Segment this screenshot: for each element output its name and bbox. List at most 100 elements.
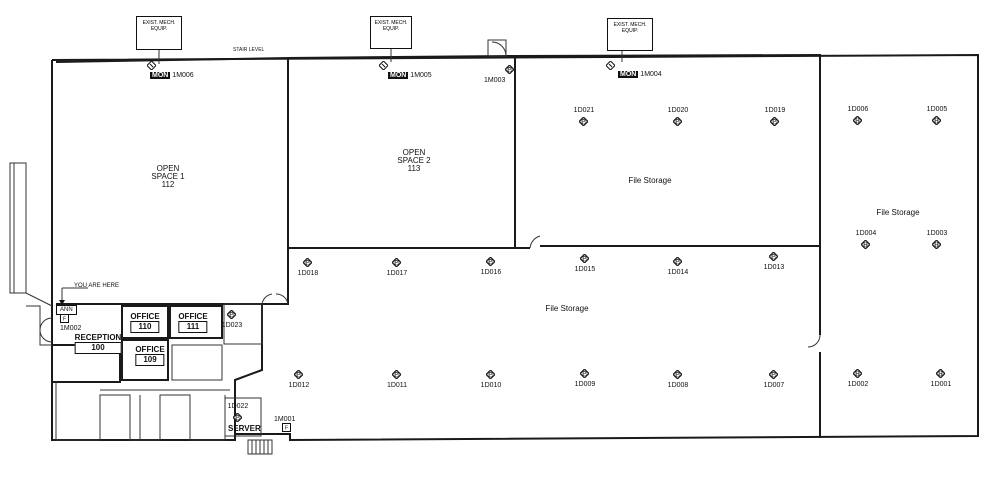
monitor-1m001: 1M001 [274,416,296,423]
sensor-d016: P [486,257,495,266]
sensor-label-d011: 1D011 [386,382,408,389]
open-space-2-wall [287,54,516,249]
sensor-label-d006: 1D006 [847,106,869,113]
svg-text:P: P [489,259,493,265]
sensor-d015: P [580,254,589,263]
svg-text:P: P [395,372,399,378]
file-storage-upper-label: File Storage [628,176,672,185]
sensor-d005: H [932,116,941,125]
sensor-label-d019: 1D019 [764,107,786,114]
sensor-label-d002: 1D002 [847,381,869,388]
svg-text:P: P [772,372,776,378]
sensor-label-d009: 1D009 [574,381,596,388]
sensor-label-d020: 1D020 [667,107,689,114]
sensor-d003: H [932,240,941,249]
sensor-label-d012: 1D012 [288,382,310,389]
sensor-d002: H [853,369,862,378]
svg-text:H: H [939,371,943,377]
sensor-d017: P [392,258,401,267]
sensor-d021: P [579,117,588,126]
sensor-d004: H [861,240,870,249]
monitor-symbol-1m005 [379,61,388,70]
svg-text:P: P [583,256,587,262]
you-are-here-label: YOU ARE HERE [74,283,120,289]
office-109-wall [121,339,169,381]
server-room-wall [224,397,262,437]
sensor-d011: P [392,370,401,379]
svg-text:P: P [230,312,234,318]
file-storage-right-label: File Storage [876,208,920,217]
monitor-symbol-1m006 [147,61,156,70]
sensor-d008: P [673,370,682,379]
restroom-walls [55,382,226,441]
monitor-1m005: MON 1M005 [388,72,432,79]
svg-text:P: P [583,371,587,377]
sensor-label-d010: 1D010 [480,382,502,389]
sensor-d009: P [580,369,589,378]
mech-equipment-1: EXIST. MECH.EQUIP. [136,16,182,50]
svg-text:P: P [236,415,240,421]
file-storage-lower-label: File Storage [545,304,589,313]
monitor-1m002: 1M002 [60,325,82,332]
svg-text:P: P [676,259,680,265]
open-space-1-wall [55,56,289,305]
office-111-wall [169,305,223,339]
office-110-wall [121,305,169,339]
sensor-label-d004: 1D004 [855,230,877,237]
sensor-d022: P [233,413,242,422]
svg-text:P: P [489,372,493,378]
sensor-d006: H [853,116,862,125]
sensor-d013: P [769,252,778,261]
sensor-label-d013: 1D013 [763,264,785,271]
monitor-1m003: 1M003 [484,77,506,84]
sensor-d020: P [673,117,682,126]
sensor-label-d018: 1D018 [297,270,319,277]
sensor-d014: P [673,257,682,266]
outer-wall [51,53,979,442]
sensor-label-d005: 1D005 [926,106,948,113]
svg-text:P: P [395,260,399,266]
sensor-label-d015: 1D015 [574,266,596,273]
sensor-label-d022: 1D022 [227,403,249,410]
roof-access [487,39,507,57]
svg-text:P: P [306,260,310,266]
bottom-stairs [247,439,273,455]
sensor-label-d021: 1D021 [573,107,595,114]
svg-text:H: H [856,371,860,377]
sensor-m3: P [505,65,514,74]
sensor-d010: P [486,370,495,379]
sensor-label-d014: 1D014 [667,269,689,276]
svg-text:F: F [285,425,288,431]
svg-text:P: P [582,119,586,125]
sensor-label-d001: 1D001 [930,381,952,388]
sensor-d018: P [303,258,312,267]
svg-text:H: H [864,242,868,248]
sensor-label-d003: 1D003 [926,230,948,237]
sensor-d019: P [770,117,779,126]
server-label: SERVER [228,424,261,433]
top-note: STAIR LEVEL [233,47,265,53]
svg-text:P: P [676,372,680,378]
sensor-label-d017: 1D017 [386,270,408,277]
entrance-ramp [9,162,27,294]
svg-text:H: H [935,242,939,248]
file-storage-upper-wall [514,53,821,247]
sensor-d023: P [227,310,236,319]
svg-text:H: H [856,118,860,124]
svg-text:H: H [935,118,939,124]
svg-text:P: P [773,119,777,125]
sensor-d012: P [294,370,303,379]
svg-text:P: P [676,119,680,125]
monitor-symbol-1m004 [606,61,615,70]
sensor-label-d007: 1D007 [763,382,785,389]
monitor-1m006: MON 1M006 [150,72,194,79]
sensor-m1: F [282,423,291,432]
svg-text:P: P [508,67,512,73]
